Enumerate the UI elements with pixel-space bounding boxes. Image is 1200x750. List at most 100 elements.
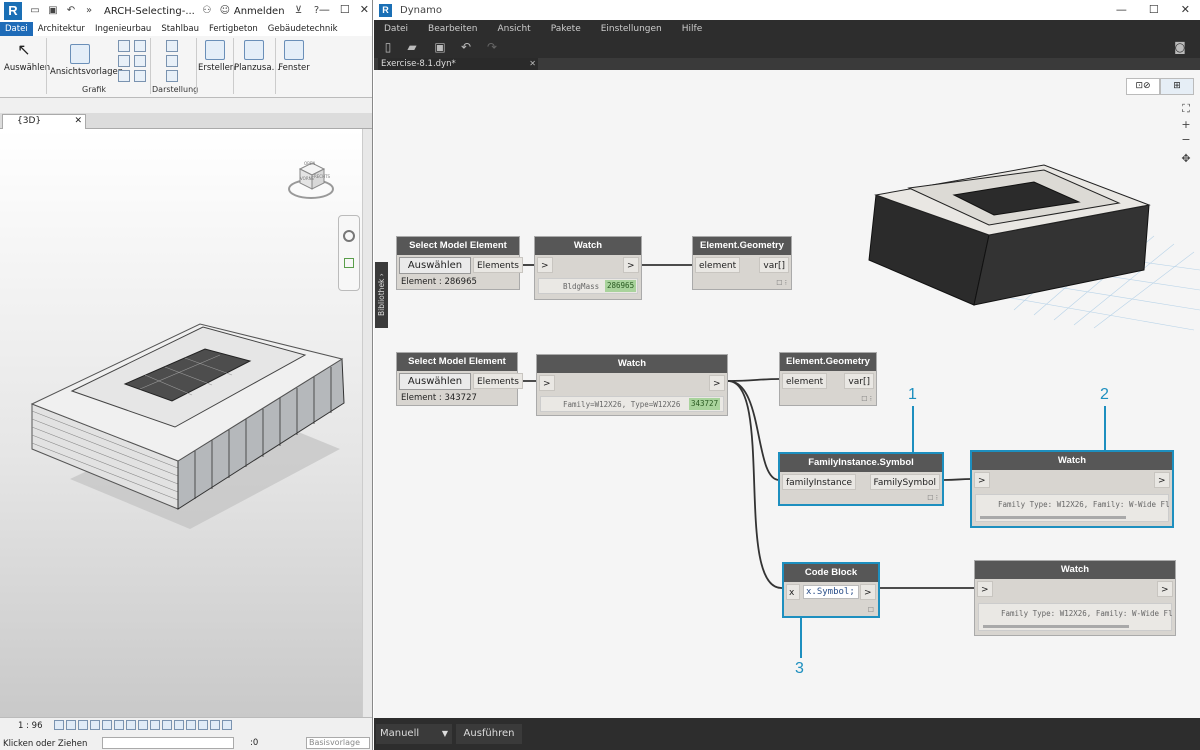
view-tab-close-icon[interactable]: ✕	[74, 116, 82, 126]
steering-wheel-icon[interactable]	[343, 230, 355, 242]
undo-icon[interactable]: ↶	[460, 40, 472, 54]
dynamo-maximize-icon[interactable]: ☐	[1148, 3, 1159, 16]
input-port-x[interactable]: x	[786, 584, 800, 600]
input-port-element[interactable]: element	[782, 373, 828, 389]
output-port[interactable]: >	[860, 584, 876, 600]
new-file-icon[interactable]: ▯	[384, 40, 392, 54]
window-button[interactable]: Fenster	[278, 40, 310, 73]
cart-icon[interactable]: ⊻	[294, 5, 303, 16]
file-tab-close-icon[interactable]: ✕	[529, 59, 536, 68]
output-port-var[interactable]: var[]	[759, 257, 789, 273]
graphics-icon-5[interactable]	[118, 70, 130, 82]
zoom-region-icon[interactable]	[344, 258, 354, 268]
run-mode-dropdown[interactable]: Manuell ▼	[376, 724, 452, 744]
select-element-button-2[interactable]: Auswählen	[399, 373, 471, 390]
ribbon-tab-datei[interactable]: Datei	[0, 22, 33, 36]
view-scale[interactable]: 1 : 96	[18, 721, 43, 731]
menu-hilfe[interactable]: Hilfe	[681, 24, 703, 34]
output-port[interactable]: >	[623, 257, 639, 273]
dynamo-canvas[interactable]: Bibliothek › ⊡⊘ ⊞ ⛶ + − ✥ Select Model E…	[374, 70, 1200, 718]
geometry-view-toggle[interactable]: ⊡⊘	[1126, 78, 1160, 95]
ribbon-tab-gebaeudetechnik[interactable]: Gebäudetechnik	[267, 24, 338, 34]
output-port-familysymbol[interactable]: FamilySymbol	[869, 474, 940, 490]
login-link[interactable]: Anmelden	[233, 5, 285, 17]
graphics-icon-6[interactable]	[134, 70, 146, 82]
input-port[interactable]: >	[974, 472, 990, 488]
create-button[interactable]: Erstellen	[198, 40, 235, 73]
revit-3d-viewport[interactable]: OBEN VORNE RECHTS	[0, 129, 362, 717]
ribbon-tab-architektur[interactable]: Architektur	[37, 24, 85, 34]
redo-icon[interactable]: »	[85, 5, 93, 16]
output-port[interactable]: >	[1157, 581, 1173, 597]
run-button[interactable]: Ausführen	[456, 724, 522, 744]
help-icon[interactable]: ?	[313, 5, 320, 16]
input-port[interactable]: >	[539, 375, 555, 391]
viewcube[interactable]: OBEN VORNE RECHTS	[288, 155, 334, 201]
view-control-icons[interactable]	[54, 720, 232, 730]
code-input[interactable]: x.Symbol;	[803, 585, 859, 599]
zoom-out-icon[interactable]: −	[1181, 133, 1191, 146]
zoom-fit-icon[interactable]: ⛶	[1182, 102, 1190, 115]
node-watch-4[interactable]: Watch > > Family Type: W12X26, Family: W…	[974, 560, 1176, 636]
node-element-geometry-2[interactable]: Element.Geometry element var[] ☐ ⁝	[779, 352, 877, 406]
graphics-icon-4[interactable]	[134, 55, 146, 67]
watch-scrollbar[interactable]	[983, 625, 1129, 628]
node-watch-1[interactable]: Watch > > BldgMass 286965	[534, 236, 642, 300]
output-port-elements[interactable]: Elements	[473, 257, 523, 273]
output-port[interactable]: >	[709, 375, 725, 391]
ribbon-tab-fertigbeton[interactable]: Fertigbeton	[209, 24, 258, 34]
user-icon[interactable]: ☺	[219, 5, 231, 16]
sheet-composition-button[interactable]: Planzusa...	[234, 40, 280, 73]
design-option-field[interactable]: Basisvorlage	[306, 737, 370, 749]
node-watch-3[interactable]: Watch > > Family Type: W12X26, Family: W…	[970, 450, 1174, 528]
input-port-element[interactable]: element	[695, 257, 741, 273]
display-icon-2[interactable]	[166, 55, 178, 67]
open-file-icon[interactable]: ▰	[407, 40, 417, 54]
menu-pakete[interactable]: Pakete	[550, 24, 581, 34]
display-icon-1[interactable]	[166, 40, 178, 52]
workset-field[interactable]	[102, 737, 234, 749]
watch-scrollbar[interactable]	[980, 516, 1126, 519]
input-port[interactable]: >	[977, 581, 993, 597]
input-port[interactable]: >	[537, 257, 553, 273]
output-port-elements[interactable]: Elements	[473, 373, 523, 389]
revit-vertical-scrollbar[interactable]	[362, 129, 372, 717]
graph-view-toggle[interactable]: ⊞	[1160, 78, 1194, 95]
revit-close-icon[interactable]: ✕	[359, 3, 369, 16]
navigation-bar[interactable]	[338, 215, 360, 291]
node-familyinstance-symbol[interactable]: FamilyInstance.Symbol familyInstance Fam…	[778, 452, 944, 506]
menu-datei[interactable]: Datei	[384, 24, 409, 34]
open-file-icon[interactable]: ▭	[30, 5, 40, 16]
undo-icon[interactable]: ↶	[66, 5, 76, 16]
graphics-icon-3[interactable]	[118, 55, 130, 67]
file-tab[interactable]: Exercise-8.1.dyn* ✕	[378, 58, 538, 70]
revit-minimize-icon[interactable]: —	[318, 3, 330, 16]
output-port[interactable]: >	[1154, 472, 1170, 488]
input-port-familyinstance[interactable]: familyInstance	[782, 474, 857, 490]
node-select-model-element-2[interactable]: Select Model Element Auswählen Elements …	[396, 352, 523, 406]
select-element-button-1[interactable]: Auswählen	[399, 257, 471, 274]
revit-logo[interactable]: R	[4, 2, 22, 20]
screenshot-icon[interactable]: ◙	[1174, 40, 1186, 54]
node-code-block[interactable]: Code Block x x.Symbol; > ☐	[782, 562, 880, 618]
ribbon-tab-stahlbau[interactable]: Stahlbau	[161, 24, 199, 34]
redo-icon[interactable]: ↷	[486, 40, 498, 54]
output-port-var[interactable]: var[]	[844, 373, 874, 389]
revit-maximize-icon[interactable]: ☐	[339, 3, 350, 16]
node-watch-2[interactable]: Watch > > Family=W12X26, Type=W12X26 343…	[536, 354, 728, 416]
graphics-icon-2[interactable]	[134, 40, 146, 52]
node-select-model-element-1[interactable]: Select Model Element Auswählen Elements …	[396, 236, 523, 290]
binoculars-icon[interactable]: ⚇	[202, 5, 212, 16]
menu-bearbeiten[interactable]: Bearbeiten	[428, 24, 478, 34]
menu-ansicht[interactable]: Ansicht	[497, 24, 531, 34]
ribbon-tab-ingenieurbau[interactable]: Ingenieurbau	[94, 24, 152, 34]
graphics-icon-1[interactable]	[118, 40, 130, 52]
display-icon-3[interactable]	[166, 70, 178, 82]
zoom-in-icon[interactable]: +	[1181, 118, 1191, 131]
dynamo-minimize-icon[interactable]: —	[1115, 3, 1127, 16]
pan-icon[interactable]: ✥	[1181, 152, 1191, 165]
menu-einstellungen[interactable]: Einstellungen	[600, 24, 662, 34]
save-icon[interactable]: ▣	[48, 5, 58, 16]
save-icon[interactable]: ▣	[434, 40, 446, 54]
view-templates-button[interactable]: Ansichtsvorlagen	[50, 44, 123, 77]
